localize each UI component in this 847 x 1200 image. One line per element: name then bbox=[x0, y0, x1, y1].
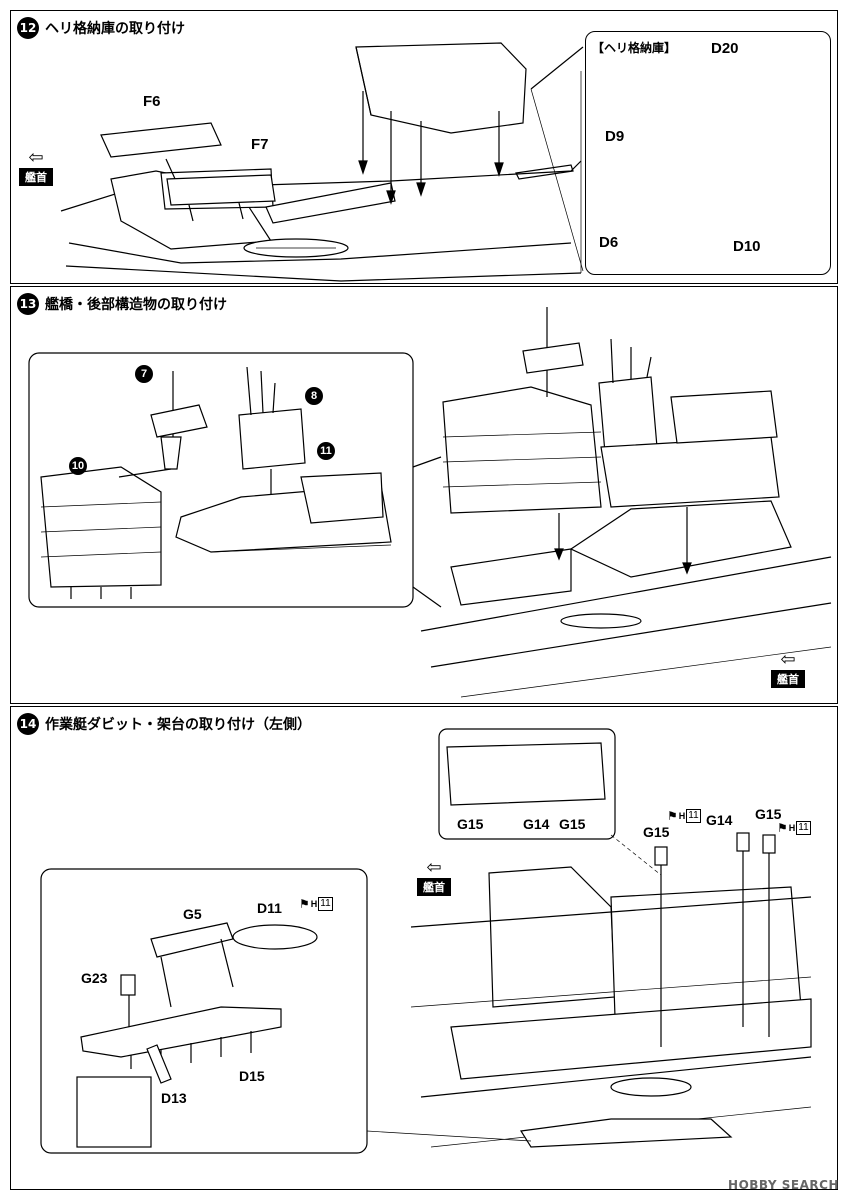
step-13-panel: 13 艦橋・後部構造物の取り付け bbox=[10, 286, 838, 704]
part-d15-label: D15 bbox=[239, 1068, 265, 1084]
part-f6-label: F6 bbox=[143, 93, 161, 110]
step-12-panel: 12 ヘリ格納庫の取り付け bbox=[10, 10, 838, 284]
paint-flag-icon: ⚑ bbox=[777, 821, 788, 835]
step-12-number: 12 bbox=[17, 17, 39, 39]
hangar-inset-title: 【ヘリ格納庫】 bbox=[592, 41, 677, 55]
paint-number: 11 bbox=[686, 809, 701, 823]
step-12-heading: ヘリ格納庫の取り付け bbox=[45, 21, 185, 37]
subassembly-8-marker: 8 bbox=[305, 387, 323, 405]
bow-indicator-12: ⇦ 艦首 bbox=[19, 147, 53, 186]
part-g15-main-a: G15 bbox=[643, 824, 670, 840]
paint-ref-3: ⚑ H 11 bbox=[299, 897, 333, 911]
paint-number: 11 bbox=[318, 897, 333, 911]
step-13-title: 13 艦橋・後部構造物の取り付け bbox=[17, 293, 227, 315]
paint-code: H bbox=[788, 823, 796, 833]
hangar-inset: 【ヘリ格納庫】 bbox=[585, 31, 831, 275]
step-12-title: 12 ヘリ格納庫の取り付け bbox=[17, 17, 185, 39]
step-13-number: 13 bbox=[17, 293, 39, 315]
paint-flag-icon: ⚑ bbox=[667, 809, 678, 823]
bow-arrow-icon: ⇦ bbox=[28, 147, 44, 167]
bow-arrow-icon: ⇦ bbox=[426, 857, 442, 877]
subassembly-11-marker: 11 bbox=[317, 442, 335, 460]
step-14-heading: 作業艇ダビット・架台の取り付け（左側） bbox=[45, 717, 311, 733]
paint-ref-1: ⚑ H 11 bbox=[667, 809, 701, 823]
bow-label-13: 艦首 bbox=[771, 670, 805, 688]
part-d9-label: D9 bbox=[605, 128, 625, 145]
step-14-drawing bbox=[40, 728, 812, 1154]
paint-flag-icon: ⚑ bbox=[299, 897, 310, 911]
step-13-drawing bbox=[28, 307, 832, 698]
subassembly-10-marker: 10 bbox=[69, 457, 87, 475]
part-d6-label: D6 bbox=[599, 234, 619, 251]
bow-indicator-13: ⇦ 艦首 bbox=[771, 649, 805, 688]
part-d20-label: D20 bbox=[711, 40, 739, 57]
bow-label-14: 艦首 bbox=[417, 878, 451, 896]
bow-indicator-14: ⇦ 艦首 bbox=[417, 857, 451, 896]
part-g15-main-b: G15 bbox=[755, 806, 782, 822]
watermark-logo: HOBBY SEARCH bbox=[728, 1178, 839, 1192]
step-14-number: 14 bbox=[17, 713, 39, 735]
part-g15-inset-b: G15 bbox=[559, 816, 586, 832]
paint-number: 11 bbox=[796, 821, 811, 835]
part-g14-main: G14 bbox=[706, 812, 733, 828]
part-g23-label: G23 bbox=[81, 970, 108, 986]
paint-code: H bbox=[310, 899, 318, 909]
part-d10-label: D10 bbox=[733, 238, 761, 255]
paint-code: H bbox=[678, 811, 686, 821]
step-13-heading: 艦橋・後部構造物の取り付け bbox=[45, 297, 227, 313]
subassembly-7-marker: 7 bbox=[135, 365, 153, 383]
part-d11-label: D11 bbox=[257, 900, 282, 916]
step-14-title: 14 作業艇ダビット・架台の取り付け（左側） bbox=[17, 713, 311, 735]
bow-arrow-icon: ⇦ bbox=[780, 649, 796, 669]
part-g15-inset-a: G15 bbox=[457, 816, 484, 832]
part-d13-label: D13 bbox=[161, 1090, 187, 1106]
part-g5-label: G5 bbox=[183, 906, 202, 922]
part-f7-label: F7 bbox=[251, 136, 269, 153]
bow-label-12: 艦首 bbox=[19, 168, 53, 186]
part-g14-inset: G14 bbox=[523, 816, 550, 832]
paint-ref-2: ⚑ H 11 bbox=[777, 821, 811, 835]
step-14-panel: 14 作業艇ダビット・架台の取り付け（左側） bbox=[10, 706, 838, 1190]
